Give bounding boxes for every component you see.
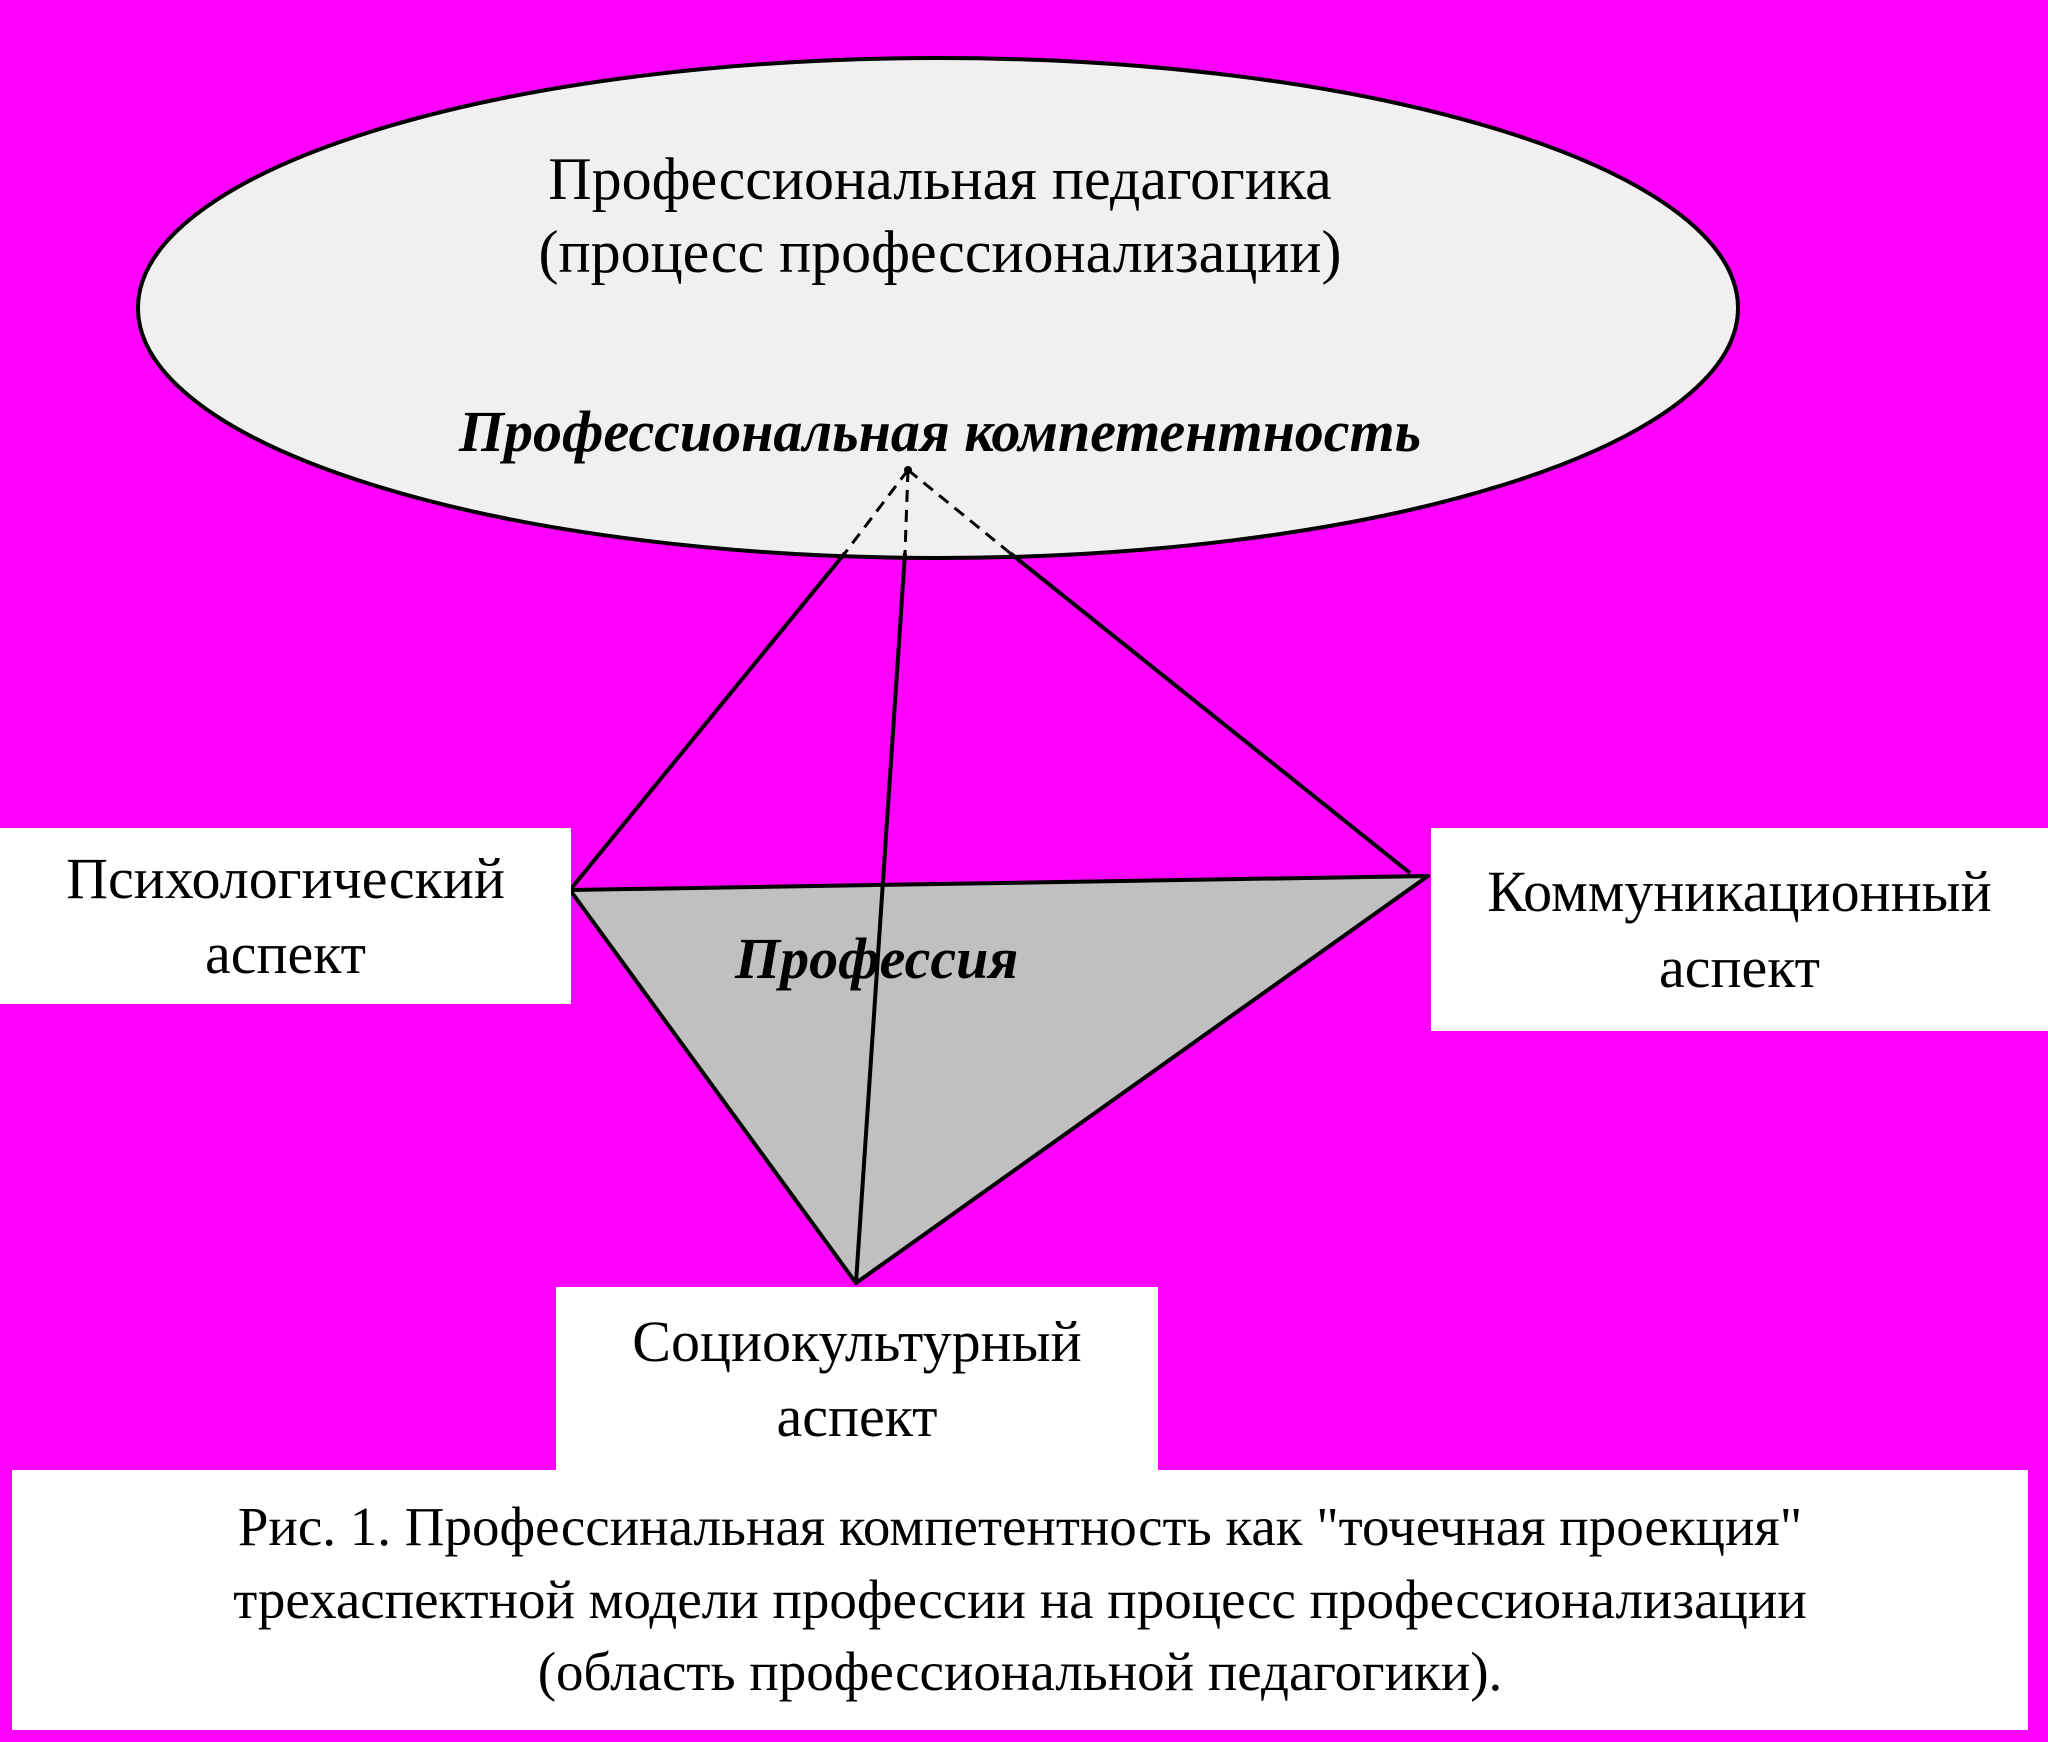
dashed-projection-left xyxy=(843,469,910,554)
caption-line2: трехаспектной модели профессии на процес… xyxy=(233,1568,1807,1630)
ellipse-title-line1: Профессиональная педагогика xyxy=(548,146,1332,212)
communication-aspect-line1: Коммуникационный xyxy=(1487,859,1992,925)
psychological-aspect-box: Психологический аспект xyxy=(0,828,571,1004)
caption-line3: (область профессиональной педагогики). xyxy=(537,1641,1503,1703)
sociocultural-aspect-line2: аспект xyxy=(776,1384,938,1449)
psychological-aspect-line1: Психологический xyxy=(66,845,505,911)
edge-to-psychological xyxy=(568,551,847,892)
competence-label: Профессиональная компетентность xyxy=(458,399,1422,464)
dashed-projection-center xyxy=(903,469,910,554)
sociocultural-aspect-line1: Социокультурный xyxy=(632,1308,1082,1374)
profession-label: Профессия xyxy=(735,926,1019,991)
caption-line1: Рис. 1. Профессинальная компетентность к… xyxy=(237,1496,1803,1558)
edge-to-communication xyxy=(1008,551,1412,875)
sociocultural-aspect-box: Социокультурный аспект xyxy=(556,1287,1158,1471)
profession-triangle xyxy=(568,874,1430,1285)
psychological-aspect-line2: аспект xyxy=(204,921,367,986)
projection-point xyxy=(904,466,912,474)
ellipse-title-line2: (процесс профессионализации) xyxy=(538,219,1342,285)
dashed-projection-right xyxy=(907,468,1011,555)
figure-caption: Рис. 1. Профессинальная компетентность к… xyxy=(12,1470,2028,1730)
communication-aspect-box: Коммуникационный аспект xyxy=(1431,828,2048,1031)
communication-aspect-line2: аспект xyxy=(1658,934,1821,1000)
pedagogy-ellipse xyxy=(136,56,1740,560)
edge-to-sociocultural xyxy=(854,552,907,1284)
